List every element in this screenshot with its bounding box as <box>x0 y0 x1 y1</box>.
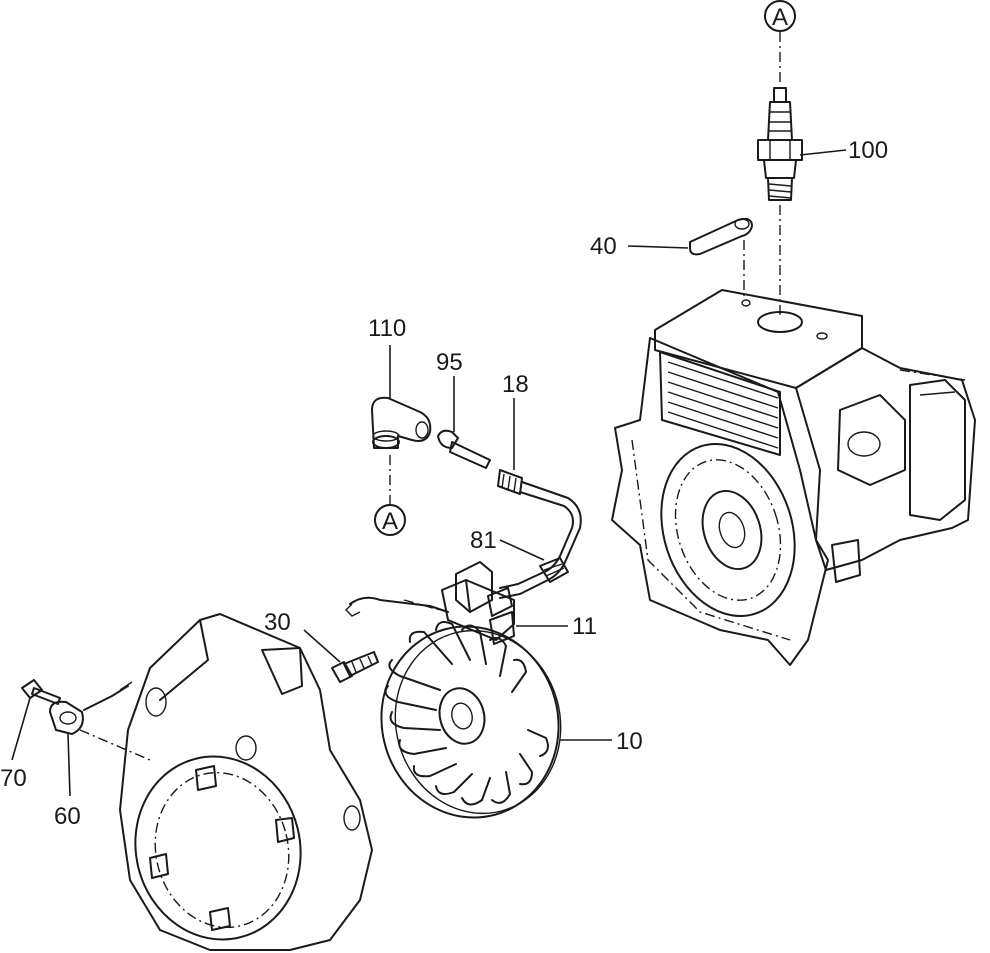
identification-tag <box>689 217 753 307</box>
coil-bolt <box>303 629 379 683</box>
callout-40: 40 <box>590 233 617 260</box>
callout-11: 11 <box>572 613 597 640</box>
callout-70: 70 <box>0 765 27 792</box>
cord-clamp <box>499 539 569 583</box>
callout-10: 10 <box>616 728 643 755</box>
ref-a-top-label: A <box>772 4 788 31</box>
ignition-coil <box>345 561 568 645</box>
stop-switch-assembly <box>11 679 133 797</box>
high-tension-cord <box>497 398 582 599</box>
callout-100: 100 <box>848 137 888 164</box>
callout-60: 60 <box>54 803 81 830</box>
callout-95: 95 <box>436 349 463 376</box>
terminal-spring <box>437 376 491 469</box>
blower-housing <box>79 613 373 951</box>
callout-18: 18 <box>502 371 529 398</box>
callout-81: 81 <box>470 527 497 554</box>
callout-110: 110 <box>368 315 406 342</box>
spark-plug <box>757 87 803 318</box>
reference-a-mid: A <box>374 455 406 536</box>
reference-a-top: A <box>764 0 796 82</box>
callout-30: 30 <box>264 609 291 636</box>
flywheel <box>380 621 612 819</box>
spark-plug-cap <box>371 345 432 449</box>
engine-crankcase <box>611 289 976 666</box>
ref-a-mid-label: A <box>382 508 398 535</box>
